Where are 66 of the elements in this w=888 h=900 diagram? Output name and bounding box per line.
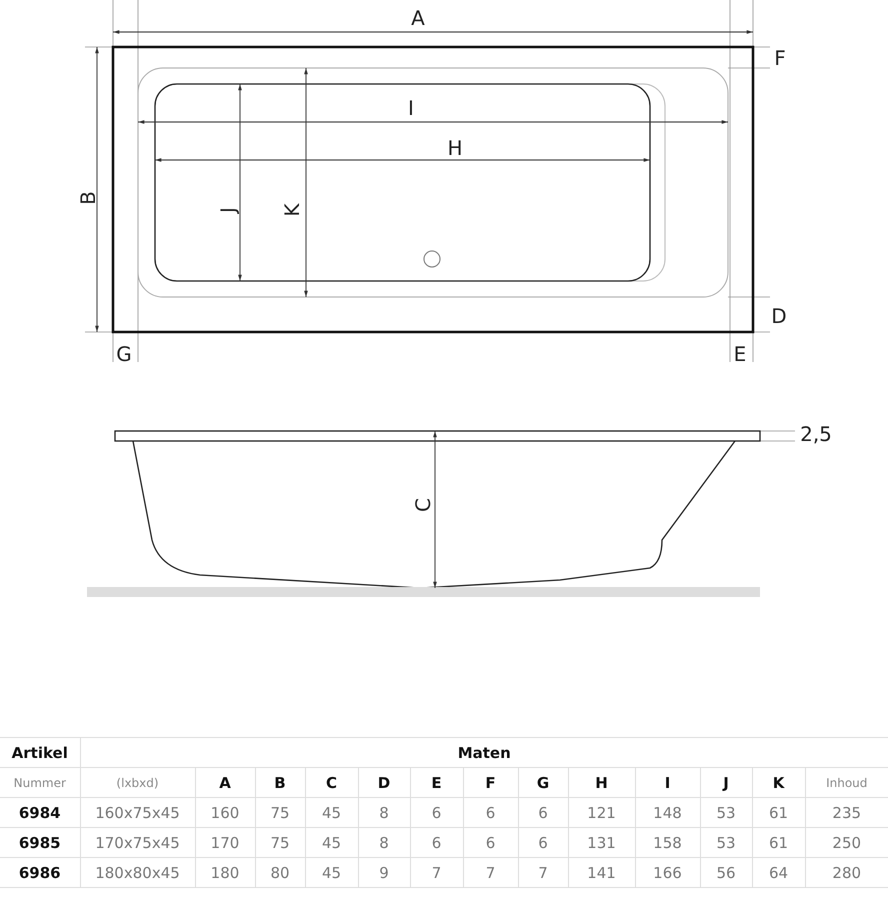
- table-cell: 53: [700, 798, 752, 828]
- table-cell: 6985: [0, 828, 80, 858]
- table-cell: 6: [518, 798, 568, 828]
- table-cell: 121: [568, 798, 635, 828]
- table-cell: 6986: [0, 858, 80, 888]
- table-cell: 166: [635, 858, 700, 888]
- table-cell: H: [568, 768, 635, 798]
- table-cell: 7: [410, 858, 463, 888]
- table-cell: (lxbxd): [80, 768, 195, 798]
- table-cell: Nummer: [0, 768, 80, 798]
- table-cell: 53: [700, 828, 752, 858]
- table-cell: A: [195, 768, 255, 798]
- table-cell: G: [518, 768, 568, 798]
- table-cell: 180: [195, 858, 255, 888]
- table-cell: 131: [568, 828, 635, 858]
- table-cell: I: [635, 768, 700, 798]
- table-cell: 148: [635, 798, 700, 828]
- table-cell: 8: [358, 828, 410, 858]
- dimension-label: 2,5: [800, 424, 832, 444]
- table-cell: 7: [518, 858, 568, 888]
- table-cell: Maten: [80, 738, 888, 768]
- table-cell: 6: [410, 828, 463, 858]
- table-cell: 160: [195, 798, 255, 828]
- dimension-label: A: [411, 8, 425, 28]
- dimension-label: B: [78, 191, 98, 205]
- dimension-label: K: [282, 203, 302, 217]
- table-cell: 6: [410, 798, 463, 828]
- table-cell: 6984: [0, 798, 80, 828]
- table-cell: 45: [305, 858, 358, 888]
- table-cell: 56: [700, 858, 752, 888]
- table-cell: 45: [305, 798, 358, 828]
- table-cell: B: [255, 768, 305, 798]
- dimension-label: J: [218, 207, 238, 213]
- table-cell: 7: [463, 858, 518, 888]
- table-cell: 9: [358, 858, 410, 888]
- table-cell: 64: [752, 858, 805, 888]
- table-cell: E: [410, 768, 463, 798]
- dimension-label: H: [447, 138, 463, 158]
- dimension-label: G: [116, 344, 132, 364]
- dimension-label: D: [771, 306, 787, 326]
- table-cell: Artikel: [0, 738, 80, 768]
- dimension-label: C: [413, 498, 433, 512]
- table-cell: 6: [463, 828, 518, 858]
- table-cell: 6: [518, 828, 568, 858]
- table-cell: C: [305, 768, 358, 798]
- table-cell: 61: [752, 798, 805, 828]
- dimension-label: E: [734, 344, 746, 364]
- dimension-label: F: [774, 48, 786, 68]
- table-cell: 170x75x45: [80, 828, 195, 858]
- table-cell: 45: [305, 828, 358, 858]
- table-cell: 61: [752, 828, 805, 858]
- table-cell: 8: [358, 798, 410, 828]
- table-cell: 141: [568, 858, 635, 888]
- table-cell: 75: [255, 798, 305, 828]
- table-cell: 75: [255, 828, 305, 858]
- table-cell: 158: [635, 828, 700, 858]
- table-cell: K: [752, 768, 805, 798]
- table-cell: 170: [195, 828, 255, 858]
- table-cell: 6: [463, 798, 518, 828]
- table-cell: D: [358, 768, 410, 798]
- table-cell: 80: [255, 858, 305, 888]
- dimension-label: I: [408, 98, 414, 118]
- table-cell: J: [700, 768, 752, 798]
- table-cell: F: [463, 768, 518, 798]
- table-cell: 180x80x45: [80, 858, 195, 888]
- table-cell: 160x75x45: [80, 798, 195, 828]
